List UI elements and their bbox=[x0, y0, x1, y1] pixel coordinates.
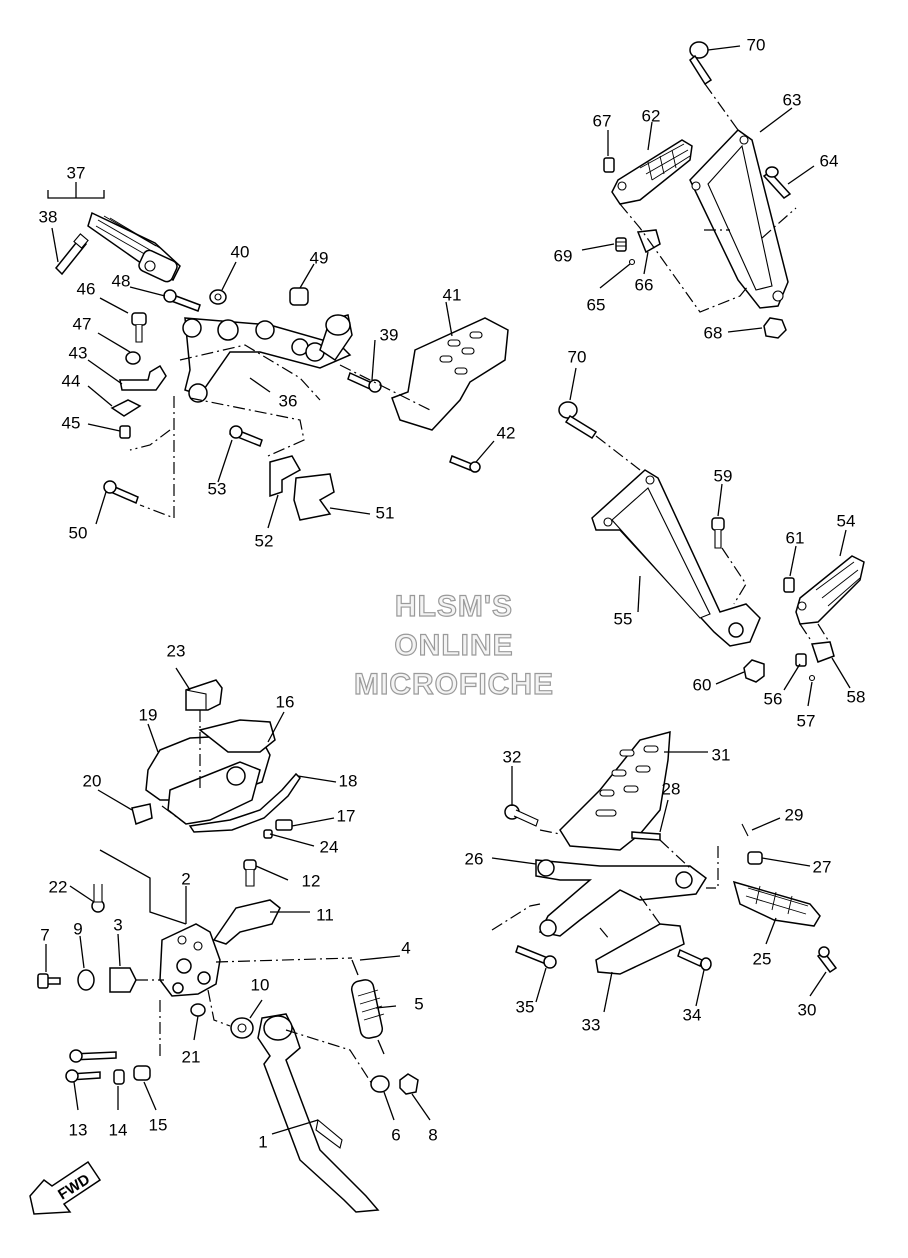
part-number-6: 6 bbox=[391, 1125, 400, 1144]
part-number-19: 19 bbox=[139, 705, 158, 724]
part-number-61: 61 bbox=[786, 528, 805, 547]
watermark: HLSM'S ONLINE MICROFICHE bbox=[353, 589, 554, 701]
part-number-1: 1 bbox=[258, 1132, 267, 1151]
watermark-line-1: HLSM'S bbox=[395, 590, 513, 623]
part-number-36: 36 bbox=[279, 391, 298, 410]
part-number-38: 38 bbox=[39, 207, 58, 226]
part-number-41: 41 bbox=[443, 285, 462, 304]
part-number-58: 58 bbox=[847, 687, 866, 706]
part-number-4: 4 bbox=[401, 938, 410, 957]
part-number-62: 62 bbox=[642, 106, 661, 125]
part-number-45: 45 bbox=[62, 413, 81, 432]
part-number-64: 64 bbox=[820, 151, 839, 170]
part-number-55: 55 bbox=[614, 609, 633, 628]
part-number-33: 33 bbox=[582, 1015, 601, 1034]
part-number-20: 20 bbox=[83, 771, 102, 790]
part-number-42: 42 bbox=[497, 423, 516, 442]
part-number-51: 51 bbox=[376, 503, 395, 522]
part-number-52: 52 bbox=[255, 531, 274, 550]
part-number-11: 11 bbox=[316, 905, 334, 924]
part-number-65: 65 bbox=[587, 295, 606, 314]
sidestand-switch-assembly bbox=[97, 667, 337, 847]
part-number-25: 25 bbox=[753, 949, 772, 968]
part-number-8: 8 bbox=[428, 1125, 437, 1144]
part-number-12: 12 bbox=[302, 871, 321, 890]
part-number-13: 13 bbox=[69, 1120, 88, 1139]
passenger-footrest-assembly-2 bbox=[558, 367, 865, 707]
part-number-10: 10 bbox=[251, 975, 270, 994]
part-number-70: 70 bbox=[568, 347, 587, 366]
part-number-7: 7 bbox=[40, 925, 49, 944]
part-number-32: 32 bbox=[503, 747, 522, 766]
part-number-44: 44 bbox=[62, 371, 81, 390]
part-number-57: 57 bbox=[797, 711, 816, 730]
sidestand-assembly bbox=[37, 849, 431, 1213]
part-number-21: 21 bbox=[182, 1047, 201, 1066]
part-number-63: 63 bbox=[783, 90, 802, 109]
part-number-67: 67 bbox=[593, 111, 612, 130]
part-number-9: 9 bbox=[73, 919, 82, 938]
part-number-22: 22 bbox=[49, 877, 68, 896]
part-number-56: 56 bbox=[764, 689, 783, 708]
part-number-47: 47 bbox=[73, 314, 92, 333]
part-number-48: 48 bbox=[112, 271, 131, 290]
part-number-70: 70 bbox=[747, 35, 766, 54]
part-number-5: 5 bbox=[414, 994, 423, 1013]
part-number-17: 17 bbox=[337, 806, 356, 825]
part-number-26: 26 bbox=[465, 849, 484, 868]
part-number-31: 31 bbox=[712, 745, 731, 764]
part-number-30: 30 bbox=[798, 1000, 817, 1019]
part-number-14: 14 bbox=[109, 1120, 128, 1139]
part-number-68: 68 bbox=[704, 323, 723, 342]
part-number-37: 37 bbox=[67, 163, 86, 182]
part-number-60: 60 bbox=[693, 675, 712, 694]
part-number-43: 43 bbox=[69, 343, 88, 362]
part-number-28: 28 bbox=[662, 779, 681, 798]
watermark-line-2: ONLINE bbox=[394, 629, 513, 662]
part-number-15: 15 bbox=[149, 1115, 168, 1134]
right-footrest-assembly bbox=[491, 731, 838, 1013]
part-number-54: 54 bbox=[837, 511, 856, 530]
part-number-50: 50 bbox=[69, 523, 88, 542]
part-number-40: 40 bbox=[231, 242, 250, 261]
forward-direction-arrow: FWD bbox=[29, 1160, 102, 1215]
part-number-39: 39 bbox=[380, 325, 399, 344]
part-number-35: 35 bbox=[516, 997, 535, 1016]
part-number-2: 2 bbox=[181, 869, 190, 888]
left-footrest-assembly bbox=[47, 182, 509, 529]
part-number-66: 66 bbox=[635, 275, 654, 294]
right-passenger-footrest-assembly bbox=[581, 41, 815, 339]
part-number-59: 59 bbox=[714, 466, 733, 485]
part-number-34: 34 bbox=[683, 1005, 702, 1024]
part-number-46: 46 bbox=[77, 279, 96, 298]
part-number-18: 18 bbox=[339, 771, 358, 790]
part-number-53: 53 bbox=[208, 479, 227, 498]
part-number-27: 27 bbox=[813, 857, 832, 876]
part-number-69: 69 bbox=[554, 246, 573, 265]
part-number-16: 16 bbox=[276, 692, 295, 711]
part-number-49: 49 bbox=[310, 248, 329, 267]
part-number-29: 29 bbox=[785, 805, 804, 824]
part-number-23: 23 bbox=[167, 641, 186, 660]
part-number-3: 3 bbox=[113, 915, 122, 934]
part-number-24: 24 bbox=[320, 837, 339, 856]
watermark-line-3: MICROFICHE bbox=[354, 668, 554, 701]
